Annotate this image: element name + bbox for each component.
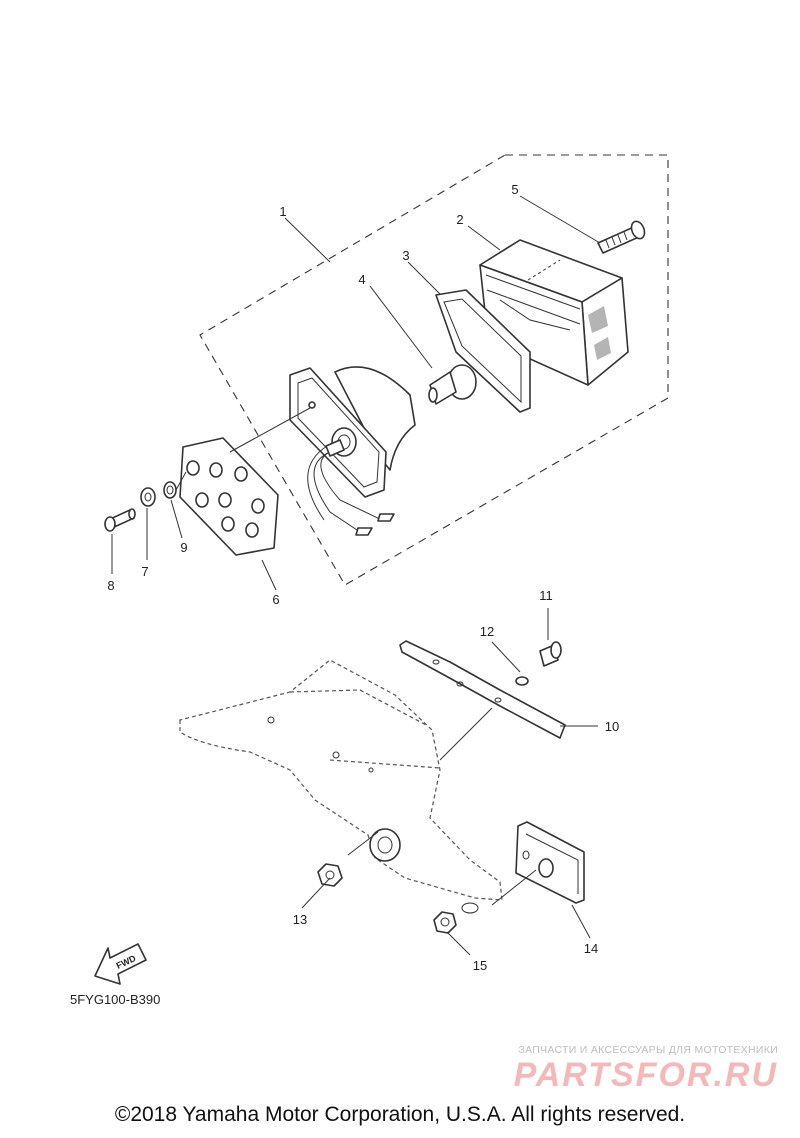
part-3-gasket xyxy=(435,289,531,413)
callout-12: 12 xyxy=(480,624,494,639)
callout-1: 1 xyxy=(279,204,286,219)
drawing-code: 5FYG100-B390 xyxy=(70,992,160,1007)
callouts: 1 2 3 4 5 6 7 8 9 10 11 12 13 14 15 xyxy=(107,182,619,973)
callout-3: 3 xyxy=(402,248,409,263)
part-11-bolt xyxy=(539,641,562,667)
tail-light-base-housing xyxy=(289,366,416,536)
part-13-nut xyxy=(317,863,343,887)
callout-7: 7 xyxy=(141,564,148,579)
part-6-rubber-pad xyxy=(179,437,279,556)
callout-4: 4 xyxy=(358,272,365,287)
callout-6: 6 xyxy=(272,592,279,607)
part-8-bolt xyxy=(104,508,136,532)
part-7-washer xyxy=(140,487,156,507)
callout-9: 9 xyxy=(180,540,187,555)
callout-5: 5 xyxy=(511,182,518,197)
callout-13: 13 xyxy=(293,912,307,927)
watermark-logo-text: PARTSFOR.RU xyxy=(513,1056,778,1094)
part-5-screw xyxy=(597,220,646,254)
callout-15: 15 xyxy=(473,958,487,973)
callout-14: 14 xyxy=(584,941,598,956)
rear-fender-reference xyxy=(179,659,503,914)
part-15-nut xyxy=(433,911,457,934)
wire-leads xyxy=(307,439,395,536)
callout-11: 11 xyxy=(539,588,553,603)
part-2-lens-cover xyxy=(479,239,629,386)
part-9-lock-washer xyxy=(163,481,177,499)
callout-10: 10 xyxy=(605,719,619,734)
callout-8: 8 xyxy=(107,578,114,593)
assembly-boundary xyxy=(199,154,669,586)
leader-lines xyxy=(111,195,601,956)
part-14-reflector xyxy=(515,821,585,904)
callout-2: 2 xyxy=(456,212,463,227)
copyright-notice: ©2018 Yamaha Motor Corporation, U.S.A. A… xyxy=(114,1103,686,1126)
part-10-plate-bracket xyxy=(399,640,566,739)
part-12-washer xyxy=(515,676,529,686)
watermark-tagline: ЗАПЧАСТИ И АКСЕССУАРЫ ДЛЯ МОТОТЕХНИКИ xyxy=(518,1044,778,1056)
part-4-bulb xyxy=(428,364,477,405)
lens-reflector-pattern xyxy=(588,306,611,360)
fwd-arrow-icon: FWD xyxy=(94,943,147,985)
